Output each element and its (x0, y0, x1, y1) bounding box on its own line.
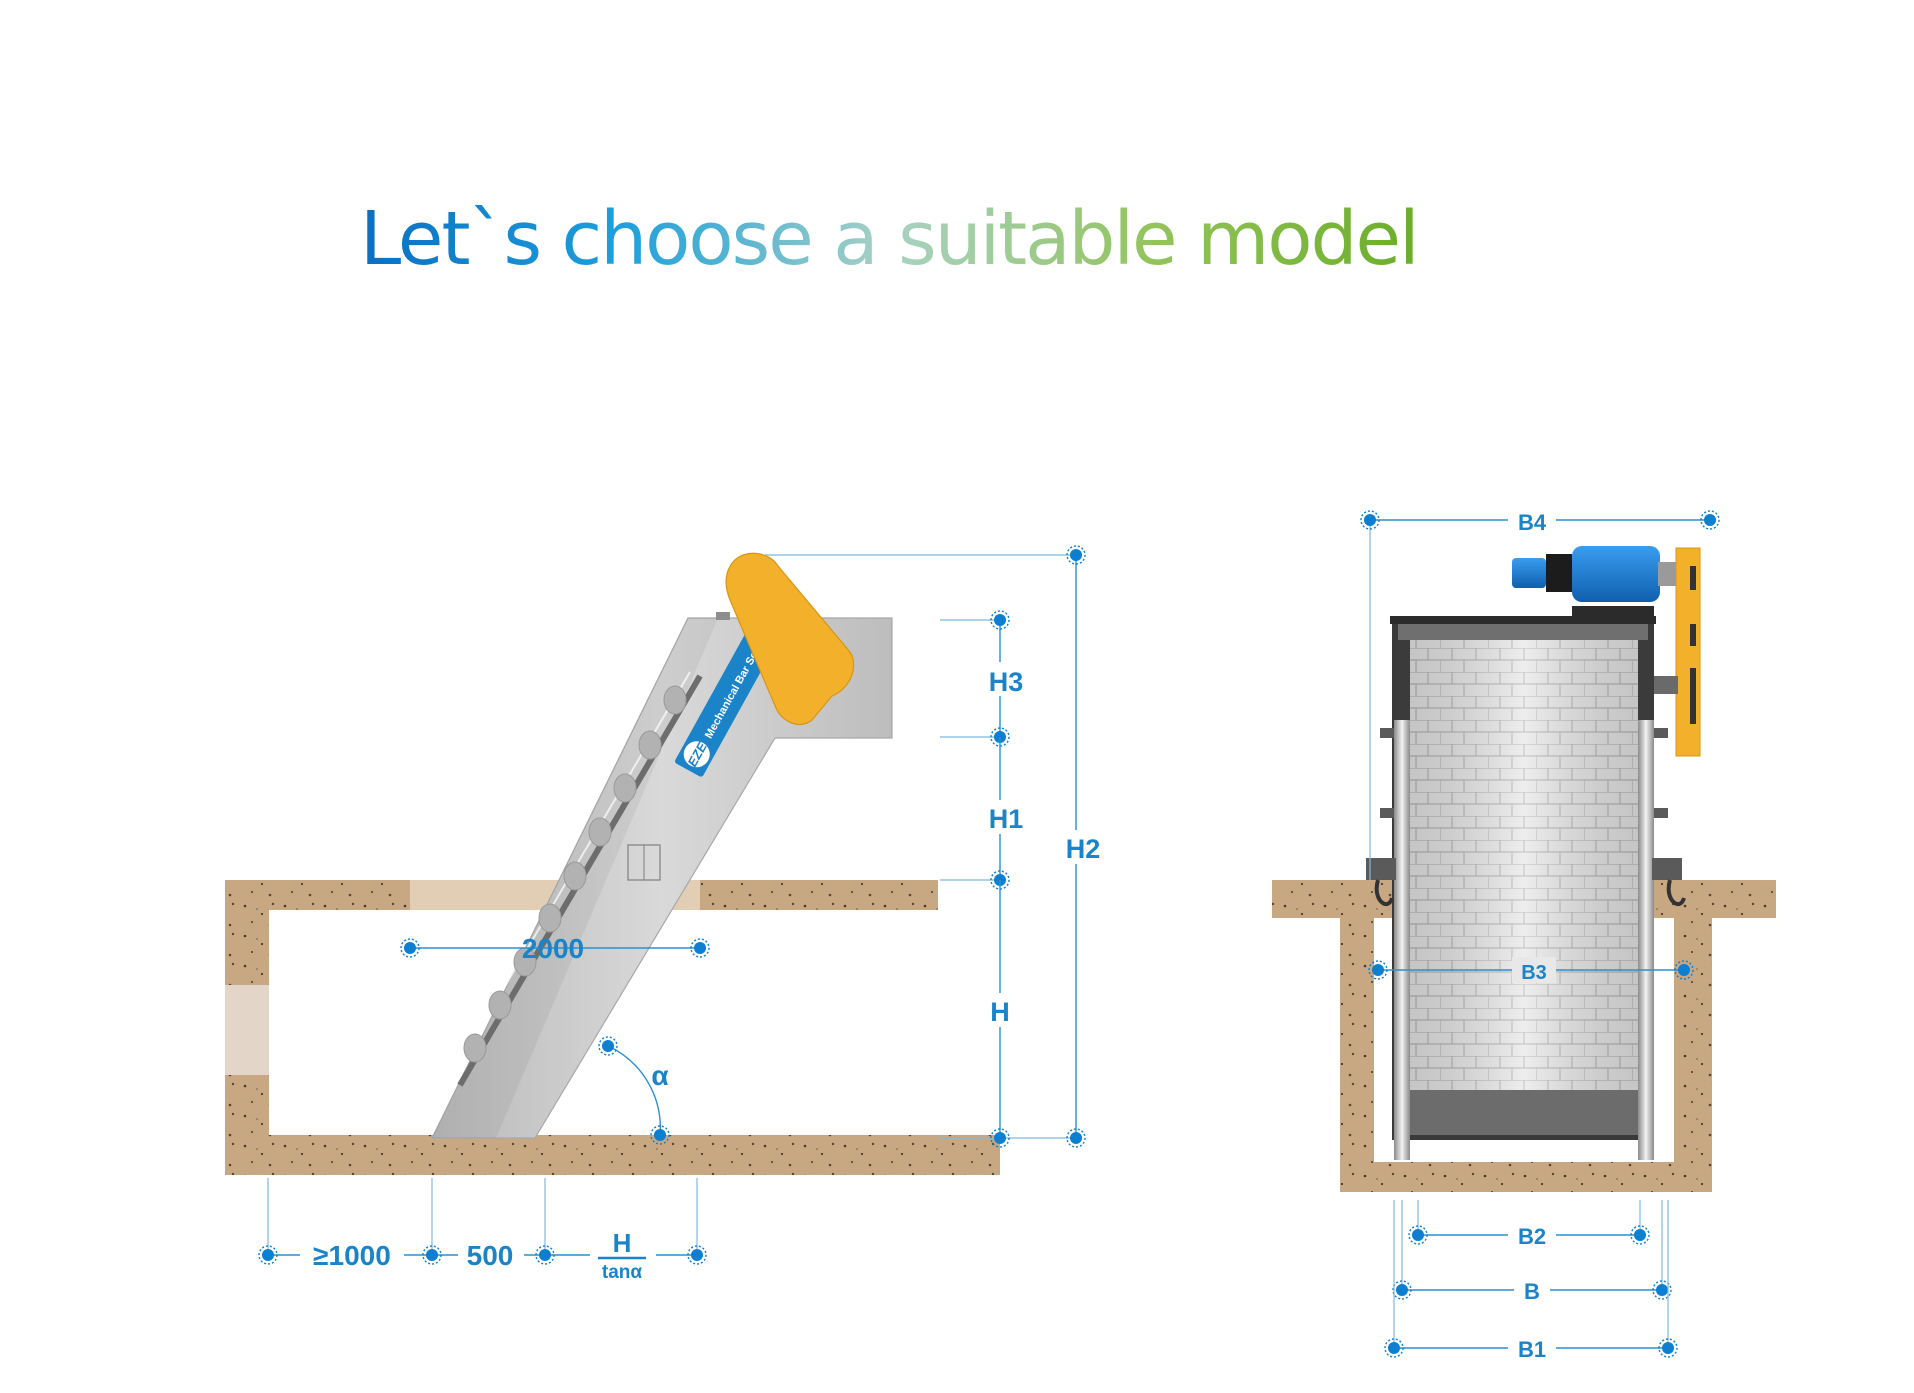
dimension-h: H (940, 880, 1076, 1148)
support-rods (1394, 640, 1654, 1160)
drive-motor (1512, 546, 1676, 616)
dimension-b1: B1 (1384, 1200, 1678, 1363)
mounting-brackets (1366, 728, 1686, 906)
side-view: EZE Mechanical Bar Screen H3 H1 (225, 545, 1102, 1283)
screen-body (1390, 616, 1656, 1140)
label-h-over: H (613, 1228, 632, 1258)
dimension-2000: 2000 (400, 933, 710, 964)
gear-bracket (1654, 547, 1701, 757)
label-min-1000: ≥1000 (313, 1240, 391, 1271)
label-2000: 2000 (522, 933, 584, 964)
label-tan-alpha: tanα (602, 1262, 643, 1283)
dimension-b3: B3 (1368, 957, 1694, 984)
drive-cover (716, 552, 855, 725)
dimension-b4: B4 (1360, 505, 1720, 880)
label-b3: B3 (1521, 962, 1547, 984)
label-b: B (1524, 1279, 1540, 1304)
label-b1: B1 (1518, 1337, 1546, 1362)
dimension-b2: B2 (1408, 1200, 1650, 1250)
dimension-h3: H3 (940, 610, 1025, 747)
dimension-h2: H2 (765, 545, 1102, 1148)
label-b4: B4 (1518, 510, 1547, 535)
page-title: Let`s choose a suitable model (360, 196, 1420, 282)
label-b2: B2 (1518, 1224, 1546, 1249)
label-500: 500 (467, 1240, 514, 1271)
front-view: B4 B3 B2 B (1272, 505, 1776, 1363)
dimension-h1: H1 (940, 737, 1025, 890)
dimension-alpha: α (598, 1036, 670, 1145)
label-h2: H2 (1066, 834, 1101, 864)
label-alpha: α (651, 1060, 668, 1091)
label-h1: H1 (989, 804, 1024, 834)
dimension-bottom: ≥1000 500 H tanα (258, 1178, 707, 1283)
label-h3: H3 (989, 667, 1024, 697)
label-h: H (990, 997, 1010, 1027)
screen-frame: EZE Mechanical Bar Screen (431, 610, 893, 1139)
dimension-b: B (1392, 1200, 1672, 1305)
